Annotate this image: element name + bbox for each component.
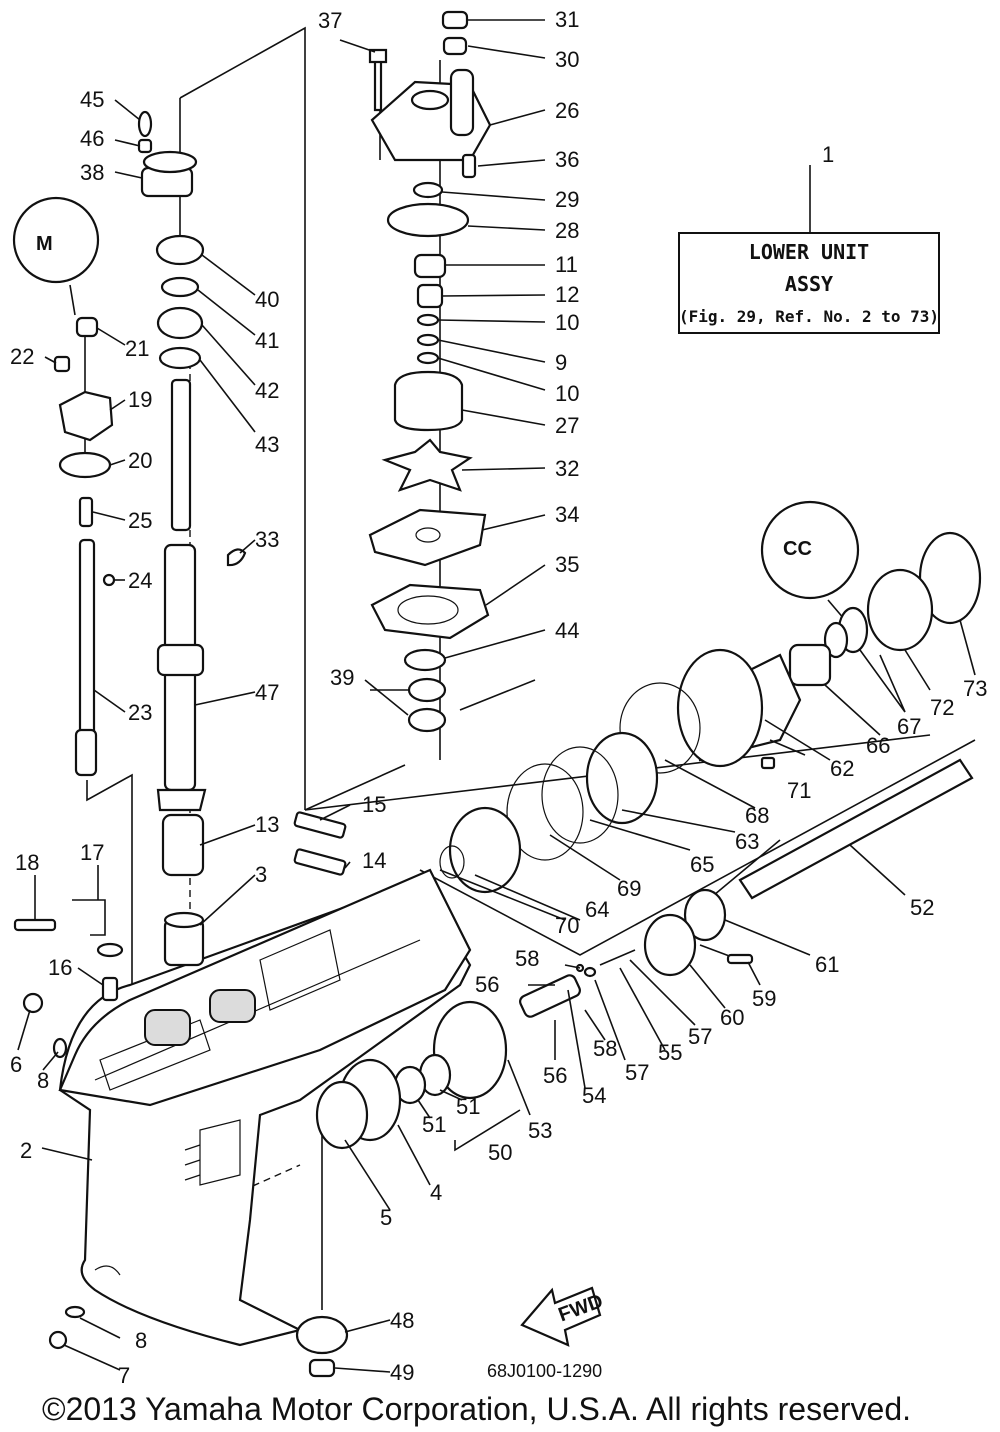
callout-40: 40: [255, 287, 279, 312]
callout-32: 32: [555, 456, 579, 481]
svg-text:CC: CC: [783, 538, 812, 560]
callout-7: 7: [118, 1363, 130, 1388]
callout-41: 41: [255, 328, 279, 353]
callout-73: 73: [963, 676, 987, 701]
drive-shaft-parts: [137, 110, 247, 967]
callout-17: 17: [80, 840, 104, 865]
callout-10b: 10: [555, 381, 579, 406]
callout-27: 27: [555, 413, 579, 438]
callout-49: 49: [390, 1360, 414, 1385]
callout-8b: 8: [135, 1328, 147, 1353]
ref-box-line2: ASSY: [785, 272, 833, 296]
propeller-shaft-parts: CC: [295, 500, 982, 1378]
callout-71: 71: [787, 778, 811, 803]
callout-54: 54: [582, 1083, 606, 1108]
callout-52: 52: [910, 895, 934, 920]
callout-58b: 58: [593, 1036, 617, 1061]
callout-56a: 56: [475, 972, 499, 997]
callout-9: 9: [555, 350, 567, 375]
callout-51b: 51: [456, 1094, 480, 1119]
callout-16: 16: [48, 955, 72, 980]
callout-42: 42: [255, 378, 279, 403]
callout-29: 29: [555, 187, 579, 212]
callout-46: 46: [80, 126, 104, 151]
reference-box: LOWER UNIT ASSY (Fig. 29, Ref. No. 2 to …: [678, 165, 940, 334]
callout-59: 59: [752, 986, 776, 1011]
callout-70: 70: [555, 913, 579, 938]
callout-34: 34: [555, 502, 579, 527]
callout-8a: 8: [37, 1068, 49, 1093]
ref-box-line1: LOWER UNIT: [749, 240, 869, 264]
callout-37: 37: [318, 8, 342, 33]
callout-55: 55: [658, 1040, 682, 1065]
callout-43: 43: [255, 432, 279, 457]
lower-unit-housing: [58, 868, 472, 1347]
callout-65: 65: [690, 852, 714, 877]
callout-1: 1: [822, 142, 834, 167]
callout-45: 45: [80, 87, 104, 112]
callout-19: 19: [128, 387, 152, 412]
shims: [293, 811, 347, 876]
callout-30: 30: [555, 47, 579, 72]
callout-44: 44: [555, 618, 579, 643]
callout-68: 68: [745, 803, 769, 828]
callout-4: 4: [430, 1180, 442, 1205]
callout-58a: 58: [515, 946, 539, 971]
callout-3: 3: [255, 862, 267, 887]
callout-24: 24: [128, 568, 152, 593]
callout-50: 50: [488, 1140, 512, 1165]
callout-48: 48: [390, 1308, 414, 1333]
callout-11: 11: [555, 252, 578, 277]
leader-lines: [17, 19, 976, 1373]
callout-62: 62: [830, 756, 854, 781]
callout-2: 2: [20, 1138, 32, 1163]
callout-33: 33: [255, 527, 279, 552]
callout-38: 38: [80, 160, 104, 185]
water-pump-parts: [368, 10, 492, 733]
fwd-arrow: FWD: [520, 1286, 606, 1347]
small-parts: [13, 899, 124, 1350]
callout-72: 72: [930, 695, 954, 720]
callout-56b: 56: [543, 1063, 567, 1088]
callout-35: 35: [555, 552, 579, 577]
callout-10a: 10: [555, 310, 579, 335]
callout-12: 12: [555, 282, 579, 307]
callout-36: 36: [555, 147, 579, 172]
callout-53: 53: [528, 1118, 552, 1143]
callout-25: 25: [128, 508, 152, 533]
callout-69: 69: [617, 876, 641, 901]
callout-15: 15: [362, 792, 386, 817]
callout-5: 5: [380, 1205, 392, 1230]
callout-26: 26: [555, 98, 579, 123]
callout-28: 28: [555, 218, 579, 243]
callout-67: 67: [897, 714, 921, 739]
callout-21: 21: [125, 336, 149, 361]
svg-text:M: M: [36, 233, 53, 255]
callout-22: 22: [10, 344, 34, 369]
callout-64: 64: [585, 897, 609, 922]
callout-14: 14: [362, 848, 386, 873]
callout-60: 60: [720, 1005, 744, 1030]
copyright: ©2013 Yamaha Motor Corporation, U.S.A. A…: [42, 1391, 911, 1427]
shift-parts: M: [12, 196, 116, 777]
callout-51a: 51: [422, 1112, 446, 1137]
callout-31: 31: [555, 7, 579, 32]
callout-20: 20: [128, 448, 152, 473]
diagram-code: 68J0100-1290: [487, 1361, 602, 1381]
callout-61: 61: [815, 952, 839, 977]
callout-57a: 57: [688, 1024, 712, 1049]
callout-63: 63: [735, 829, 759, 854]
callout-13: 13: [255, 812, 279, 837]
callout-numbers: 1 2 3 4 5 6 7 8 8 9 10 10 11 12 13 14 15…: [10, 7, 987, 1388]
ref-box-line3: (Fig. 29, Ref. No. 2 to 73): [679, 307, 939, 326]
callout-66: 66: [866, 733, 890, 758]
callout-23: 23: [128, 700, 152, 725]
callout-57b: 57: [625, 1060, 649, 1085]
callout-39: 39: [330, 665, 354, 690]
callout-18: 18: [15, 850, 39, 875]
callout-6: 6: [10, 1052, 22, 1077]
callout-47: 47: [255, 680, 279, 705]
